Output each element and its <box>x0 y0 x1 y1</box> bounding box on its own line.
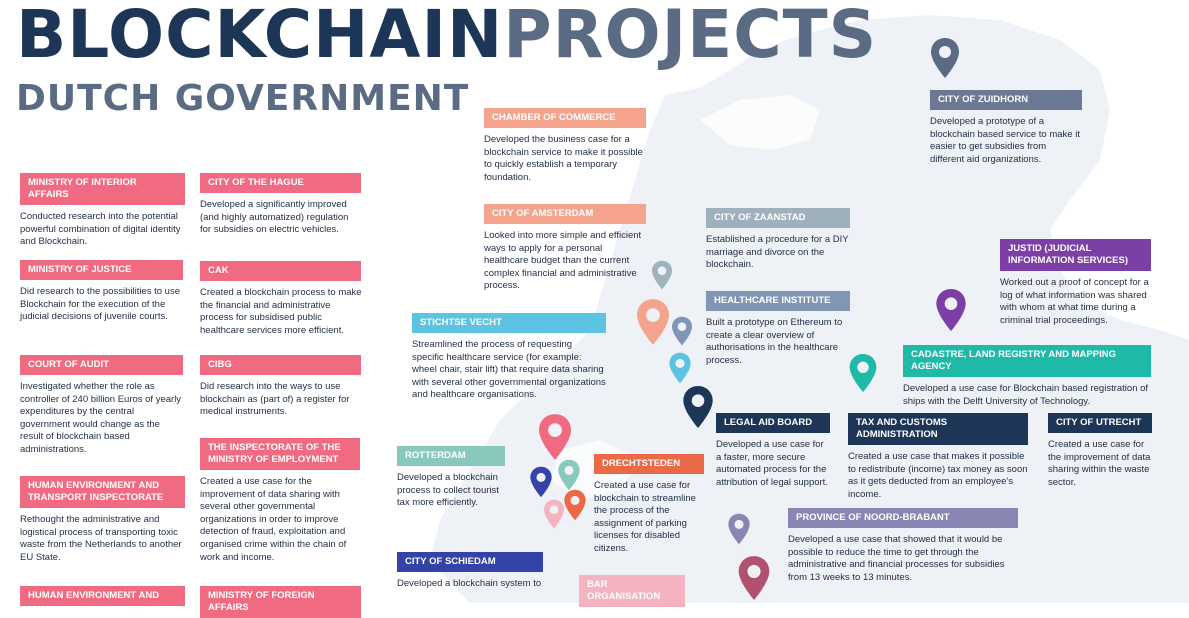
desc-amsterdam: Looked into more simple and efficient wa… <box>484 230 642 292</box>
desc-zuidhorn: Developed a prototype of a blockchain ba… <box>930 116 1080 165</box>
card-commerce: CHAMBER OF COMMERCE Developed the busine… <box>484 108 646 184</box>
tag-zaanstad: CITY OF ZAANSTAD <box>706 208 850 228</box>
desc-cibg: Did research into the ways to use blockc… <box>200 381 350 418</box>
tag-tax: TAX AND CUSTOMS ADMINISTRATION <box>848 413 1028 445</box>
tag-he2: HUMAN ENVIRONMENT AND <box>20 586 185 606</box>
card-utrecht: CITY OF UTRECHT Created a use case for t… <box>1048 413 1152 489</box>
card-zuidhorn: CITY OF ZUIDHORN Developed a prototype o… <box>930 90 1082 166</box>
card-audit: COURT OF AUDIT Investigated whether the … <box>20 355 183 457</box>
map-pin-icon <box>683 386 713 428</box>
map-pin-icon <box>564 489 586 521</box>
tag-bar: BAR ORGANISATION <box>579 575 685 607</box>
tag-utrecht: CITY OF UTRECHT <box>1048 413 1152 433</box>
card-zaanstad: CITY OF ZAANSTAD Established a procedure… <box>706 208 850 272</box>
map-pin-icon <box>728 513 750 545</box>
desc-justice: Did research to the possibilities to use… <box>20 286 180 323</box>
card-he2: HUMAN ENVIRONMENT AND <box>20 586 185 606</box>
card-interior: MINISTRY OF INTERIOR AFFAIRS Conducted r… <box>20 173 185 249</box>
tag-healthcare: HEALTHCARE INSTITUTE <box>706 291 850 311</box>
desc-hetransport: Rethought the administrative and logisti… <box>20 514 182 563</box>
card-employment: THE INSPECTORATE OF THE MINISTRY OF EMPL… <box>200 438 360 564</box>
tag-justid: JUSTID (JUDICIAL INFORMATION SERVICES) <box>1000 239 1151 271</box>
tag-cadastre: CADASTRE, LAND REGISTRY AND MAPPING AGEN… <box>903 345 1151 377</box>
card-rotterdam: ROTTERDAM Developed a blockchain process… <box>397 446 505 510</box>
card-healthcare: HEALTHCARE INSTITUTE Built a prototype o… <box>706 291 850 367</box>
map-pin-icon <box>539 414 571 460</box>
desc-tax: Created a use case that makes it possibl… <box>848 451 1028 500</box>
tag-zuidhorn: CITY OF ZUIDHORN <box>930 90 1082 110</box>
desc-cak: Created a blockchain process to make the… <box>200 287 362 336</box>
desc-commerce: Developed the business case for a blockc… <box>484 134 643 183</box>
title-light: PROJECTS <box>503 0 878 73</box>
map-pin-icon <box>637 299 669 345</box>
desc-schiedam: Developed a blockchain system to <box>397 578 542 589</box>
card-vecht: STICHTSE VECHT Streamlined the process o… <box>412 313 606 402</box>
page-title: BLOCKCHAINPROJECTS <box>16 0 877 73</box>
tag-commerce: CHAMBER OF COMMERCE <box>484 108 646 128</box>
tag-legalaid: LEGAL AID BOARD <box>716 413 830 433</box>
desc-interior: Conducted research into the potential po… <box>20 211 181 248</box>
card-cadastre: CADASTRE, LAND REGISTRY AND MAPPING AGEN… <box>903 345 1151 408</box>
map-pin-icon <box>558 459 580 491</box>
title-bold: BLOCKCHAIN <box>16 0 504 73</box>
card-hague: CITY OF THE HAGUE Developed a significan… <box>200 173 361 237</box>
tag-rotterdam: ROTTERDAM <box>397 446 505 466</box>
desc-employment: Created a use case for the improvement o… <box>200 476 347 563</box>
page-subtitle: DUTCH GOVERNMENT <box>16 78 470 119</box>
tag-justice: MINISTRY OF JUSTICE <box>20 260 183 280</box>
card-justice: MINISTRY OF JUSTICE Did research to the … <box>20 260 183 324</box>
tag-drechtsteden: DRECHTSTEDEN <box>594 454 704 474</box>
tag-brabant: PROVINCE OF NOORD-BRABANT <box>788 508 1018 528</box>
map-pin-icon <box>544 499 564 529</box>
desc-utrecht: Created a use case for the improvement o… <box>1048 439 1151 488</box>
map-pin-icon <box>530 466 552 498</box>
tag-employment: THE INSPECTORATE OF THE MINISTRY OF EMPL… <box>200 438 360 470</box>
map-pin-icon <box>738 556 770 600</box>
card-legalaid: LEGAL AID BOARD Developed a use case for… <box>716 413 830 489</box>
card-cak: CAK Created a blockchain process to make… <box>200 261 365 337</box>
desc-drechtsteden: Created a use case for blockchain to str… <box>594 480 696 554</box>
map-pin-icon <box>672 316 692 346</box>
card-cibg: CIBG Did research into the ways to use b… <box>200 355 365 419</box>
desc-justid: Worked out a proof of concept for a log … <box>1000 277 1149 326</box>
desc-legalaid: Developed a use case for a faster, more … <box>716 439 828 488</box>
desc-audit: Investigated whether the role as control… <box>20 381 182 455</box>
tag-interior: MINISTRY OF INTERIOR AFFAIRS <box>20 173 185 205</box>
tag-audit: COURT OF AUDIT <box>20 355 183 375</box>
card-amsterdam: CITY OF AMSTERDAM Looked into more simpl… <box>484 204 646 293</box>
desc-brabant: Developed a use case that showed that it… <box>788 534 1005 583</box>
tag-schiedam: CITY OF SCHIEDAM <box>397 552 543 572</box>
tag-cibg: CIBG <box>200 355 361 375</box>
tag-hetransport: HUMAN ENVIRONMENT AND TRANSPORT INSPECTO… <box>20 476 185 508</box>
tag-cak: CAK <box>200 261 361 281</box>
tag-hague: CITY OF THE HAGUE <box>200 173 361 193</box>
card-schiedam: CITY OF SCHIEDAM Developed a blockchain … <box>397 552 543 591</box>
card-drechtsteden: DRECHTSTEDEN Created a use case for bloc… <box>594 454 704 556</box>
map-pin-icon <box>652 260 672 290</box>
tag-foreign: MINISTRY OF FOREIGN AFFAIRS <box>200 586 361 618</box>
desc-rotterdam: Developed a blockchain process to collec… <box>397 472 499 509</box>
card-tax: TAX AND CUSTOMS ADMINISTRATION Created a… <box>848 413 1028 501</box>
desc-vecht: Streamlined the process of requesting sp… <box>412 339 606 401</box>
map-pin-icon <box>936 289 966 331</box>
tag-amsterdam: CITY OF AMSTERDAM <box>484 204 646 224</box>
desc-hague: Developed a significantly improved (and … <box>200 199 349 236</box>
map-pin-icon <box>931 38 959 78</box>
map-pin-icon <box>669 352 691 384</box>
desc-cadastre: Developed a use case for Blockchain base… <box>903 383 1149 407</box>
map-pin-icon <box>849 353 877 393</box>
card-bar: BAR ORGANISATION <box>579 575 685 607</box>
card-brabant: PROVINCE OF NOORD-BRABANT Developed a us… <box>788 508 1018 584</box>
card-hetransport: HUMAN ENVIRONMENT AND TRANSPORT INSPECTO… <box>20 476 185 564</box>
desc-healthcare: Built a prototype on Ethereum to create … <box>706 317 843 366</box>
card-foreign: MINISTRY OF FOREIGN AFFAIRS <box>200 586 361 618</box>
card-justid: JUSTID (JUDICIAL INFORMATION SERVICES) W… <box>1000 239 1151 327</box>
tag-vecht: STICHTSE VECHT <box>412 313 606 333</box>
desc-zaanstad: Established a procedure for a DIY marria… <box>706 234 849 271</box>
